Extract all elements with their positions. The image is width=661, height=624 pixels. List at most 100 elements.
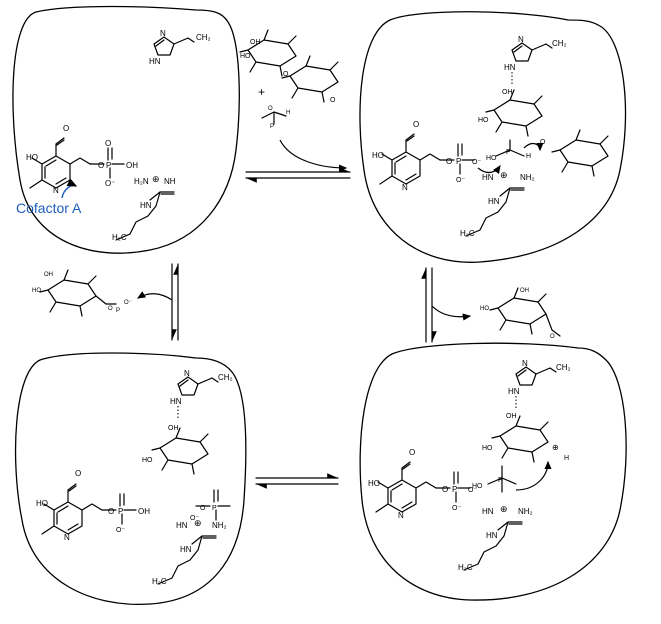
atom-label: HN [140, 201, 152, 210]
atom-label: HO [36, 499, 48, 508]
atom-label: HO [240, 53, 251, 60]
substrate-binding-arrow [280, 140, 346, 168]
atom-label: N [398, 511, 404, 520]
atom-label: O [283, 71, 289, 78]
panel-top-right: HN N CH₂ OH HO O O HO N O P O⁻ O⁻ HO P H… [372, 35, 608, 238]
panel-bottom-right: HN N CH₂ OH HO ⊕ H HO P O HO N O P O⁻ O⁻… [368, 359, 571, 572]
atom-label: HO [368, 479, 380, 488]
atom-label: ⊕ [194, 518, 202, 528]
atom-label: H₂C [152, 577, 167, 586]
atom-label: P [452, 485, 457, 494]
atom-label: HN [508, 387, 520, 396]
atom-label: OH [250, 39, 261, 46]
atom-label: O [75, 469, 81, 478]
atom-label: HO [480, 306, 489, 312]
atom-label: HO [372, 151, 384, 160]
atom-label: H₂C [458, 563, 473, 572]
atom-label: CH₂ [552, 39, 567, 48]
atom-label: O [446, 157, 452, 166]
atom-label: O [442, 485, 448, 494]
cofactor-a-label: Cofactor A [16, 200, 82, 216]
atom-label: P [456, 157, 461, 166]
atom-label: HO [26, 153, 38, 162]
atom-label: HN [170, 397, 182, 406]
enzyme-pocket-bottom-left [16, 353, 246, 604]
atom-label: O⁻ [116, 527, 125, 534]
atom-label: ⊕ [152, 174, 160, 184]
atom-label: HO [478, 117, 489, 124]
atom-label: P [270, 124, 274, 130]
atom-label: P [118, 507, 123, 516]
atom-label: O [550, 334, 555, 340]
atom-label: O [98, 161, 104, 170]
atom-label: P [506, 149, 511, 156]
atom-label: N [402, 183, 408, 192]
atom-label: HN [180, 545, 192, 554]
atom-label: ⊕ [552, 443, 559, 452]
atom-label: O [108, 306, 113, 312]
atom-label: OH [138, 507, 150, 516]
atom-label: OH [520, 288, 529, 294]
panel-bottom-left: HN N CH₂ OH HO O P O⁻ O HO N O P OH O⁻ H… [36, 369, 233, 586]
atom-label: O⁻ [456, 177, 465, 184]
atom-label: NH₂ [518, 507, 533, 516]
plus-sign: + [258, 85, 265, 99]
atom-label: HN [488, 197, 500, 206]
atom-label: H₂C [112, 233, 127, 242]
released-glucan: OH HO O [480, 288, 560, 340]
atom-label: O [330, 97, 336, 104]
atom-label: H [564, 455, 569, 462]
active-site-phosphate: HO P [472, 462, 548, 492]
atom-label: HN [149, 57, 161, 66]
atom-label: O [409, 448, 415, 457]
atom-label: P [498, 477, 503, 484]
atom-label: N [160, 29, 166, 38]
equilibrium-arrow-right [426, 268, 432, 342]
atom-label: OH [506, 413, 517, 420]
atom-label: H₂C [460, 229, 475, 238]
product-release-arrow-right [432, 306, 470, 317]
atom-label: O⁻ [468, 487, 477, 494]
substrate-disaccharide: OH HO O O [240, 30, 338, 104]
atom-label: CH₂ [218, 373, 233, 382]
panel-top-left: HN N CH₂ O HO N O O P OH O⁻ H₂N NH ⊕ HN … [16, 29, 211, 242]
atom-label: O [268, 106, 273, 112]
atom-label: H₂N [134, 177, 149, 186]
atom-label: O [200, 505, 206, 512]
atom-label: OH [168, 425, 179, 432]
atom-label: OH [126, 161, 138, 170]
active-site-phosphate: HO P H [478, 140, 540, 172]
atom-label: N [53, 186, 59, 195]
atom-label: N [184, 369, 190, 378]
atom-label: OH [502, 89, 513, 96]
atom-label: ⊕ [500, 504, 508, 514]
atom-label: CH₂ [196, 33, 211, 42]
atom-label: HN [486, 531, 498, 540]
atom-label: O⁻ [472, 159, 481, 166]
equilibrium-arrow-left [172, 264, 178, 340]
atom-label: N [522, 359, 528, 368]
equilibrium-arrow-top [246, 172, 350, 178]
atom-label: O [540, 139, 546, 146]
atom-label: O⁻ [105, 179, 115, 188]
atom-label: H [526, 153, 531, 160]
atom-label: O⁻ [452, 505, 461, 512]
atom-label: O [105, 139, 111, 148]
atom-label: HN [482, 173, 494, 182]
atom-label: N [518, 35, 524, 44]
atom-label: O [108, 507, 114, 516]
substrate-phosphate: O H P [262, 106, 290, 130]
atom-label: O⁻ [124, 300, 132, 306]
atom-label: ⊕ [500, 170, 508, 180]
atom-label: HO [482, 445, 493, 452]
atom-label: HN [482, 507, 494, 516]
enzyme-pocket-bottom-right [360, 343, 626, 600]
product-release-arrow [138, 294, 172, 300]
atom-label: HN [176, 521, 188, 530]
atom-label: P [116, 308, 120, 314]
atom-label: HO [142, 457, 153, 464]
atom-label: O [413, 120, 419, 129]
equilibrium-arrow-bottom [256, 478, 338, 484]
atom-label: P [106, 161, 111, 170]
